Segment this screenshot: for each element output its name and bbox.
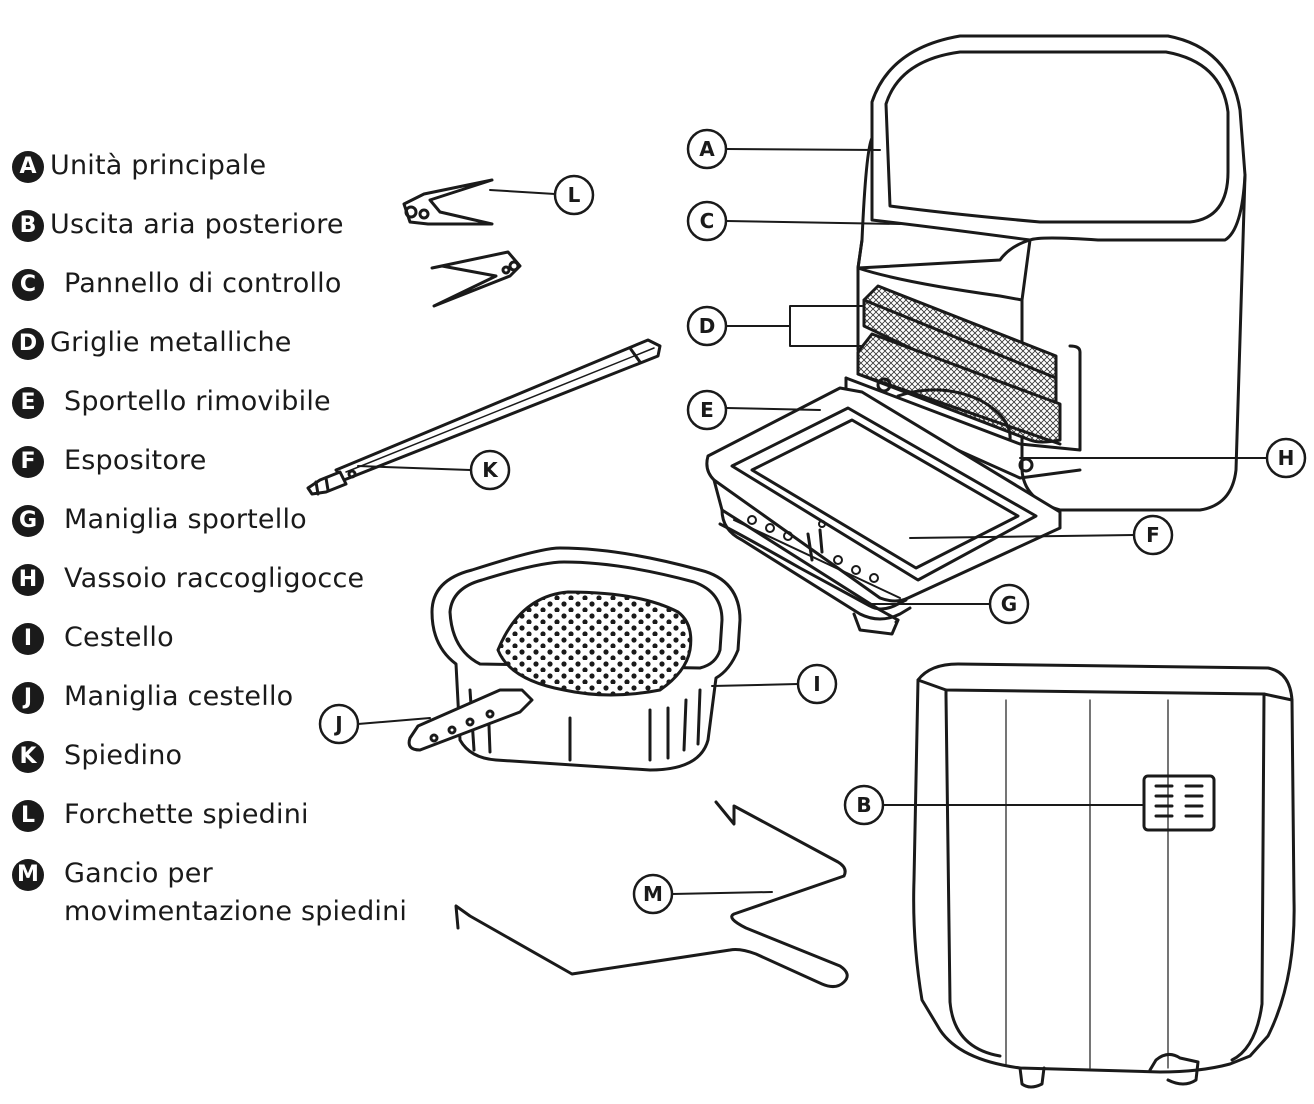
legend-label-f: Espositore	[64, 445, 207, 476]
legend-badge-l: L	[12, 800, 44, 832]
callout-i-label: I	[813, 672, 820, 696]
legend-item-j: J Maniglia cestello	[12, 678, 293, 716]
legend-label-i: Cestello	[64, 622, 174, 653]
legend-item-f: F Espositore	[12, 442, 207, 480]
leader-line-m	[671, 891, 773, 895]
callout-g: G	[988, 583, 1030, 625]
legend-label-j: Maniglia cestello	[64, 681, 294, 712]
legend-label-e: Sportello rimovibile	[64, 386, 331, 417]
rotisserie-spit	[306, 338, 662, 496]
legend-badge-j: J	[12, 682, 44, 714]
legend-item-e: E Sportello rimovibile	[12, 383, 331, 421]
basket	[407, 546, 742, 772]
legend-badge-c: C	[12, 269, 44, 301]
callout-e-label: E	[700, 398, 714, 422]
removable-door	[705, 386, 1062, 636]
legend-label-g: Maniglia sportello	[64, 504, 307, 535]
legend-badge-i: I	[12, 623, 44, 655]
leader-line-e	[726, 407, 821, 411]
callout-k: K	[469, 449, 511, 491]
callout-m: M	[632, 873, 674, 915]
callout-g-label: G	[1001, 592, 1017, 616]
legend-badge-g: G	[12, 505, 44, 537]
legend-badge-a: A	[12, 151, 44, 183]
wire-racks	[856, 284, 1062, 446]
legend-item-d: D Griglie metalliche	[12, 324, 292, 362]
legend-badge-d: D	[12, 328, 44, 360]
leader-line-i	[711, 683, 799, 687]
legend-item-k: K Spiedino	[12, 737, 182, 775]
callout-f-label: F	[1146, 523, 1160, 547]
legend-badge-m: M	[12, 859, 44, 891]
legend-label-b: Uscita aria posteriore	[50, 209, 344, 240]
callout-c-label: C	[700, 209, 715, 233]
callout-d-label: D	[699, 314, 716, 338]
legend-item-i: I Cestello	[12, 619, 174, 657]
legend-label-k: Spiedino	[64, 740, 183, 771]
leader-line-d	[726, 305, 863, 347]
skewer-forks	[402, 178, 522, 308]
legend-item-a: A Unità principale	[12, 147, 266, 185]
legend-label-m: Gancio per movimentazione spiedini	[64, 858, 408, 927]
callout-m-label: M	[643, 882, 663, 906]
leader-lines	[357, 148, 1267, 895]
callout-d: D	[686, 305, 728, 347]
callout-i: I	[796, 663, 838, 705]
callout-l-label: L	[568, 183, 581, 207]
callout-b-label: B	[856, 793, 871, 817]
legend-badge-e: E	[12, 387, 44, 419]
callout-markers: A C D E H F G L K I J B M	[318, 128, 1307, 915]
legend-label-c: Pannello di controllo	[64, 268, 342, 299]
legend-item-m: M Gancio per movimentazione spiedini	[12, 855, 407, 931]
leader-line-l	[489, 189, 556, 195]
rotisserie-fetch-tool	[454, 800, 849, 989]
legend-badge-h: H	[12, 564, 44, 596]
callout-f: F	[1132, 514, 1174, 556]
legend-item-g: G Maniglia sportello	[12, 501, 307, 539]
legend-label-a: Unità principale	[50, 150, 267, 181]
callout-a-label: A	[699, 137, 715, 161]
legend-badge-f: F	[12, 446, 44, 478]
leader-line-c	[726, 220, 901, 225]
leader-line-j	[357, 717, 431, 725]
legend-item-h: H Vassoio raccogligocce	[12, 560, 364, 598]
leader-line-a	[726, 148, 881, 151]
callout-j: J	[318, 703, 360, 745]
leader-line-f	[909, 534, 1135, 539]
callout-j-label: J	[333, 712, 342, 736]
callout-l: L	[553, 174, 595, 216]
main-unit	[856, 34, 1247, 512]
legend-label-l: Forchette spiedini	[64, 799, 309, 830]
legend-badge-b: B	[12, 210, 44, 242]
main-unit-back-view	[912, 662, 1296, 1089]
callout-a: A	[686, 128, 728, 170]
callout-h: H	[1265, 437, 1307, 479]
callout-b: B	[843, 784, 885, 826]
callout-e: E	[686, 389, 728, 431]
legend-item-b: B Uscita aria posteriore	[12, 206, 344, 244]
legend-badge-k: K	[12, 741, 44, 773]
legend-label-d: Griglie metalliche	[50, 327, 292, 358]
legend-item-l: L Forchette spiedini	[12, 796, 309, 834]
callout-c: C	[686, 200, 728, 242]
callout-h-label: H	[1278, 446, 1295, 470]
legend-item-c: C Pannello di controllo	[12, 265, 342, 303]
leader-line-k	[357, 465, 471, 471]
legend-label-h: Vassoio raccogligocce	[64, 563, 365, 594]
callout-k-label: K	[482, 458, 499, 482]
